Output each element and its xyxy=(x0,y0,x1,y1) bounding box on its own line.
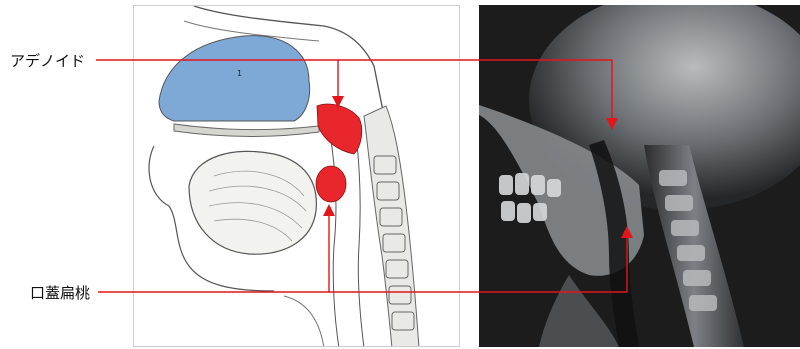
hard-palate xyxy=(174,124,319,136)
xray-panel xyxy=(479,5,800,347)
region-number: 1 xyxy=(237,69,242,78)
nasal-cavity-region xyxy=(159,36,310,121)
adenoid-label: アデノイド xyxy=(10,50,85,71)
adenoid-highlight xyxy=(317,104,362,154)
larynx-outline xyxy=(284,296,324,347)
sagittal-diagram: 1 xyxy=(134,6,460,347)
cervical-spine xyxy=(364,106,419,347)
lateral-xray xyxy=(479,5,800,347)
tonsil-highlight xyxy=(316,166,346,202)
sagittal-diagram-panel: 1 xyxy=(133,5,460,347)
tonsil-label: 口蓋扁桃 xyxy=(30,282,90,303)
